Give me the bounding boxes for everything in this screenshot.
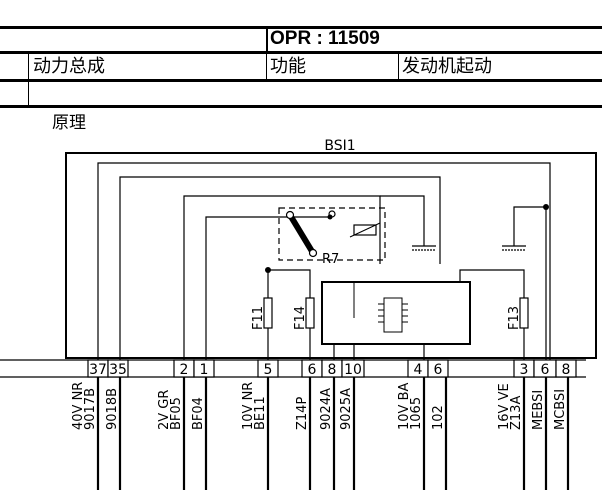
wire-label: 10V NR <box>241 382 256 430</box>
wire-label: 9018B <box>105 388 120 430</box>
wire-label: BF05 <box>169 397 184 430</box>
pin-number: 6 <box>541 362 550 378</box>
pin-number: 3 <box>520 362 529 378</box>
junction-dot <box>543 204 549 210</box>
function-label-cell: 功能 <box>270 56 306 77</box>
wire-label: MCBSI <box>553 389 568 430</box>
pin-number: 2 <box>180 362 189 378</box>
relay-box <box>278 207 386 261</box>
fuse-f14 <box>305 297 315 329</box>
junction-dot <box>265 267 271 273</box>
wire-label: 9017B <box>83 388 98 430</box>
fuse-label: F13 <box>507 306 522 330</box>
relay-contact-pin <box>308 248 318 258</box>
pin-number: 8 <box>328 362 337 378</box>
pin-number: 10 <box>344 362 362 378</box>
opr-number: OPR : 11509 <box>270 28 380 49</box>
header-rule <box>0 79 602 82</box>
wire-label: MEBSI <box>531 390 546 430</box>
pin-cell <box>427 359 449 378</box>
wire-label: 2V GR <box>157 390 172 430</box>
junction-dot <box>327 214 333 220</box>
pin-number: 4 <box>414 362 423 378</box>
pin-cell <box>107 359 129 378</box>
header-rule <box>0 26 602 29</box>
pin-number: 1 <box>200 362 209 378</box>
section-title: 原理 <box>52 113 86 133</box>
header-divider <box>28 53 29 105</box>
fuse-f13 <box>519 297 529 329</box>
relay-contact <box>287 213 316 255</box>
wire-label: 9025A <box>339 388 354 430</box>
header-divider <box>398 53 399 80</box>
bsi-module-box <box>65 152 597 359</box>
header-rule <box>0 105 602 108</box>
wire-label: 16V VE <box>497 383 512 430</box>
wire-label: 1065 <box>409 397 424 430</box>
wire-label: Z14P <box>295 397 310 430</box>
chip-pins <box>378 303 408 323</box>
pin-cell <box>193 359 215 378</box>
header-rule <box>0 51 602 54</box>
wire-label: 102 <box>431 405 446 430</box>
pin-number: 5 <box>264 362 273 378</box>
wire-label: 10V BA <box>397 383 412 430</box>
ecu-chip-icon <box>383 297 403 333</box>
fuse-label: F11 <box>251 306 266 330</box>
pin-number: 6 <box>434 362 443 378</box>
wire-label: Z13A <box>509 396 524 430</box>
wire-label: 9024A <box>319 388 334 430</box>
relay-contact-pin <box>285 210 295 220</box>
ecu-box <box>321 281 471 345</box>
category-cell: 动力总成 <box>33 56 105 77</box>
fuse-label: F14 <box>293 306 308 330</box>
pin-number: 6 <box>308 362 317 378</box>
wire-label: 40V NR <box>71 382 86 430</box>
pin-cell <box>555 359 577 378</box>
wire-label: BE11 <box>253 396 268 430</box>
function-value-cell: 发动机起动 <box>402 56 492 77</box>
pin-number: 8 <box>562 362 571 378</box>
header-divider <box>266 27 268 52</box>
relay-coil-diag <box>349 222 381 238</box>
header-divider <box>266 53 267 80</box>
relay-label: R7 <box>322 252 339 267</box>
pin-number: 37 <box>89 362 107 378</box>
header-table: OPR : 11509 动力总成 功能 发动机起动 <box>0 0 602 112</box>
fuse-f11 <box>263 297 273 329</box>
wire-label: BF04 <box>191 397 206 430</box>
ground-icon <box>412 240 436 251</box>
ground-icon <box>502 240 526 251</box>
pin-number: 35 <box>109 362 127 378</box>
module-label: BSI1 <box>324 138 355 154</box>
